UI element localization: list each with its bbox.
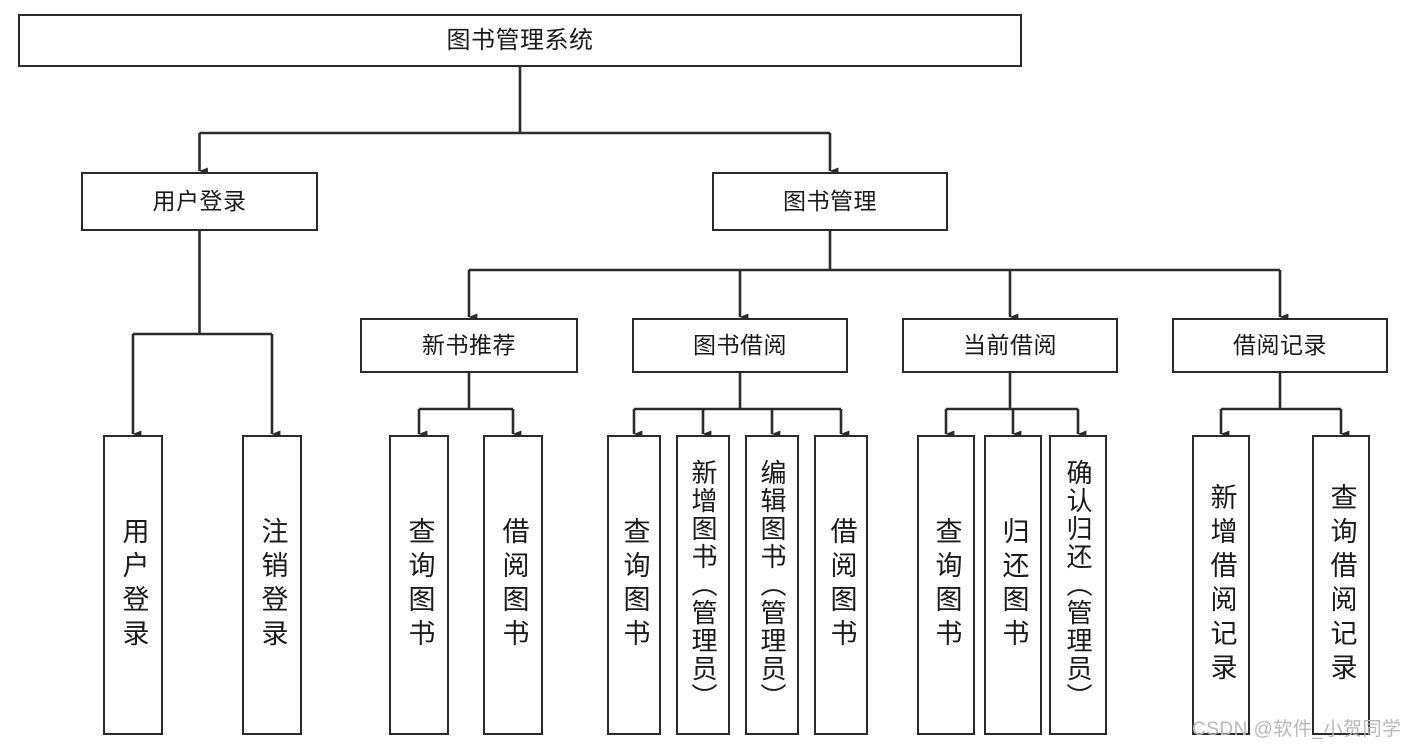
node-leaf-borrow-book[interactable]: 借阅图书: [814, 435, 868, 735]
node-label: 用户登录: [152, 188, 247, 214]
node-label: 新书推荐: [422, 332, 516, 358]
node-leaf-query-book-recommend[interactable]: 查询图书: [389, 435, 449, 735]
node-root-book-management-system[interactable]: 图书管理系统: [18, 14, 1022, 67]
node-leaf-user-logout[interactable]: 注销登录: [242, 435, 302, 735]
node-label: 新增借阅记录: [1206, 483, 1237, 687]
node-leaf-return-book[interactable]: 归还图书: [984, 435, 1042, 735]
node-label: 图书管理系统: [446, 26, 594, 54]
node-label: 注销登录: [257, 517, 288, 653]
node-label: 编辑图书（管理员）: [757, 459, 787, 711]
node-label: 查询图书: [619, 517, 650, 653]
node-borrow-record[interactable]: 借阅记录: [1172, 318, 1388, 373]
node-label: 当前借阅: [963, 332, 1057, 358]
node-leaf-query-book-current[interactable]: 查询图书: [917, 435, 975, 735]
node-label: 借阅图书: [498, 517, 529, 653]
node-leaf-user-login[interactable]: 用户登录: [103, 435, 163, 735]
csdn-watermark: CSDN @软件_小贺同学: [1192, 719, 1402, 740]
node-label: 查询借阅记录: [1326, 483, 1357, 687]
node-leaf-confirm-return-admin[interactable]: 确认归还（管理员）: [1049, 435, 1107, 735]
node-leaf-add-borrow-record[interactable]: 新增借阅记录: [1192, 435, 1250, 735]
node-leaf-add-book-admin[interactable]: 新增图书（管理员）: [676, 435, 730, 735]
node-book-management[interactable]: 图书管理: [712, 172, 948, 231]
node-current-borrow[interactable]: 当前借阅: [902, 318, 1118, 373]
node-leaf-query-book-borrow[interactable]: 查询图书: [607, 435, 661, 735]
node-user-login[interactable]: 用户登录: [81, 172, 318, 231]
node-label: 借阅记录: [1233, 332, 1327, 358]
node-label: 查询图书: [931, 517, 962, 653]
node-leaf-edit-book-admin[interactable]: 编辑图书（管理员）: [745, 435, 799, 735]
node-leaf-query-borrow-record[interactable]: 查询借阅记录: [1312, 435, 1370, 735]
node-label: 图书管理: [783, 188, 877, 214]
node-leaf-borrow-book-recommend[interactable]: 借阅图书: [483, 435, 543, 735]
node-label: 新增图书（管理员）: [688, 459, 718, 711]
node-book-borrow[interactable]: 图书借阅: [632, 318, 848, 373]
node-label: 图书借阅: [693, 332, 787, 358]
node-label: 借阅图书: [826, 517, 857, 653]
node-label: 用户登录: [118, 517, 149, 653]
node-new-book-recommend[interactable]: 新书推荐: [360, 318, 578, 373]
node-label: 归还图书: [998, 517, 1029, 653]
node-label: 查询图书: [404, 517, 435, 653]
node-label: 确认归还（管理员）: [1063, 459, 1093, 711]
